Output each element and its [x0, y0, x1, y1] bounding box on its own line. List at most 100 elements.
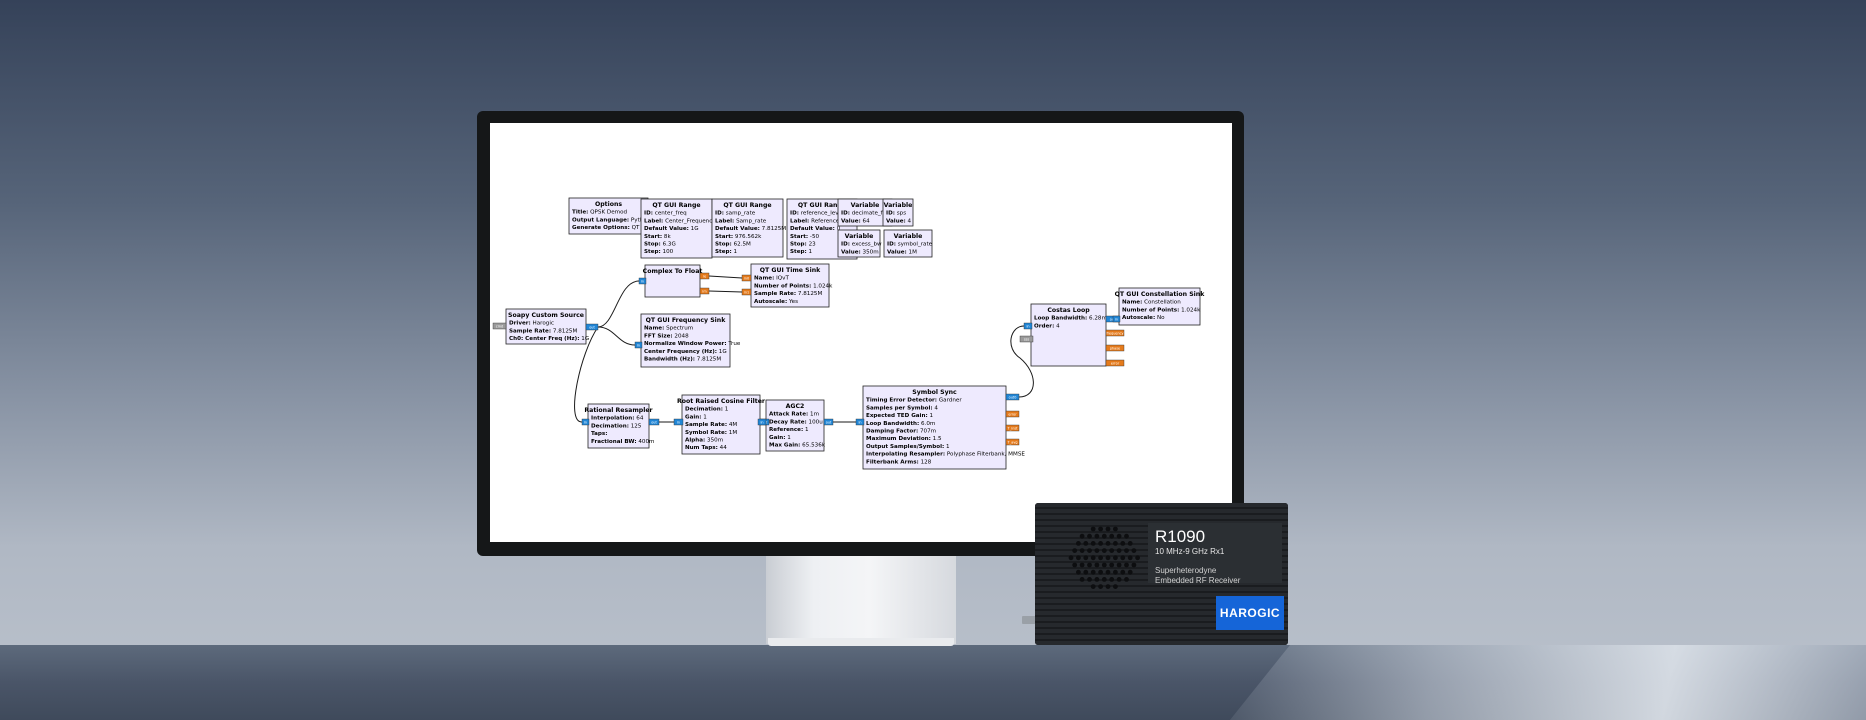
- port-fsink-in[interactable]: [634, 341, 643, 349]
- port-c2f-re[interactable]: [699, 272, 710, 280]
- wire-ssync-costas: [1010, 325, 1034, 398]
- port-c2f-im-label: im: [702, 290, 707, 294]
- block-var2[interactable]: [882, 198, 914, 227]
- block-const-param: Name: Constellation: [1122, 300, 1181, 306]
- port-ssync-out0[interactable]: [1005, 393, 1020, 401]
- port-const-in[interactable]: [1112, 315, 1121, 323]
- port-costas-phase[interactable]: [1105, 344, 1125, 352]
- block-soapy-param: Driver: Harogic: [509, 321, 554, 327]
- block-fsink-param: Center Frequency (Hz): 1G: [644, 349, 727, 355]
- port-resamp-in-label: in: [584, 421, 587, 425]
- block-tsink-title: QT GUI Time Sink: [760, 267, 821, 274]
- block-fsink-param: FFT Size: 2048: [644, 333, 689, 339]
- port-c2f-in[interactable]: [638, 277, 647, 285]
- block-costas[interactable]: [1030, 303, 1107, 367]
- speaker-grille-icon: [1068, 526, 1140, 589]
- port-tsink-in1-label: in1: [744, 291, 749, 295]
- block-range2-param: Stop: 62.5M: [715, 242, 751, 248]
- block-range2[interactable]: [711, 198, 784, 258]
- block-range1[interactable]: [640, 198, 713, 259]
- block-resamp[interactable]: [587, 403, 650, 449]
- block-var4[interactable]: [883, 229, 933, 258]
- desk-reflection: [1230, 645, 1866, 720]
- block-const-param: Autoscale: No: [1122, 315, 1165, 321]
- port-ssync-error[interactable]: [1005, 410, 1020, 418]
- port-fsink-in-label: in: [637, 344, 640, 348]
- block-range2-param: Start: 976.562k: [715, 234, 762, 240]
- port-rrc-in-label: in: [677, 421, 680, 425]
- port-ssync-in[interactable]: [855, 418, 865, 426]
- wire-soapy-fsink: [597, 326, 636, 346]
- block-rrc-param: Sample Rate: 4M: [685, 422, 737, 428]
- block-rrc-param: Num Taps: 44: [685, 445, 727, 451]
- block-ssync-param: Timing Error Detector: Gardner: [866, 398, 962, 404]
- port-ssync-error-label: error: [1008, 413, 1017, 417]
- block-range2-param: Step: 1: [715, 249, 738, 255]
- block-var3-title: Variable: [845, 233, 874, 240]
- block-options-param: Generate Options: QT GUI: [572, 225, 652, 231]
- sma-connector: [1022, 616, 1036, 624]
- block-var2-param: ID: sps: [886, 211, 906, 217]
- block-options-param: Title: QPSK Demod: [572, 210, 628, 216]
- port-tsink-in1[interactable]: [741, 288, 752, 296]
- port-costas-cmd[interactable]: [1019, 335, 1034, 343]
- block-range3-param: Stop: 23: [790, 242, 816, 248]
- block-resamp-param: Taps:: [591, 431, 607, 437]
- block-tsink[interactable]: [750, 263, 830, 308]
- port-resamp-out[interactable]: [648, 418, 660, 426]
- block-agc-param: Attack Rate: 1m: [769, 412, 819, 418]
- port-costas-error[interactable]: [1105, 359, 1125, 367]
- block-rrc-param: Symbol Rate: 1M: [685, 430, 737, 436]
- block-ssync-param: Damping Factor: 707m: [866, 429, 936, 435]
- block-rrc-param: Gain: 1: [685, 414, 707, 420]
- wire-soapy-resamp: [574, 326, 599, 423]
- block-var1-title: Variable: [851, 202, 880, 209]
- port-agc-out[interactable]: [823, 418, 834, 426]
- block-agc[interactable]: [765, 399, 825, 452]
- block-rrc[interactable]: [681, 394, 761, 455]
- block-fsink[interactable]: [640, 313, 731, 368]
- port-ssync-tavg-label: T_avg: [1006, 441, 1017, 445]
- block-options[interactable]: [568, 197, 649, 235]
- port-soapy-cmd-label: cmd: [496, 325, 503, 329]
- block-var2-param: Value: 4: [886, 218, 912, 224]
- port-agc-in[interactable]: [757, 418, 767, 426]
- block-var1-param: ID: decimate_factor: [841, 211, 898, 217]
- port-costas-in-label: in: [1026, 325, 1029, 329]
- rf-receiver-device: R1090 10 MHz-9 GHz Rx1 Superheterodyne E…: [1035, 503, 1288, 645]
- monitor-stand-base: [768, 638, 954, 646]
- block-ssync-title: Symbol Sync: [912, 389, 957, 396]
- device-frequency-range: 10 MHz-9 GHz Rx1: [1155, 547, 1225, 556]
- port-costas-in[interactable]: [1023, 322, 1033, 330]
- port-costas-frequency[interactable]: [1105, 329, 1125, 337]
- port-c2f-re-label: re: [703, 275, 706, 279]
- block-range1-param: Start: 8k: [644, 234, 671, 240]
- block-range1-param: Step: 100: [644, 249, 674, 255]
- device-description-line1: Superheterodyne: [1155, 566, 1217, 575]
- block-range3-param: Default Value: 0: [790, 226, 841, 232]
- port-c2f-im[interactable]: [699, 287, 710, 295]
- block-var4-param: ID: symbol_rate: [887, 242, 933, 248]
- port-tsink-in0[interactable]: [741, 274, 752, 282]
- port-costas-error-label: error: [1111, 362, 1120, 366]
- block-const[interactable]: [1118, 287, 1201, 326]
- block-ssync[interactable]: [862, 385, 1007, 470]
- port-soapy-out[interactable]: [585, 323, 599, 331]
- block-range3-param: Start: -50: [790, 234, 820, 240]
- port-rrc-in[interactable]: [673, 418, 684, 426]
- block-range1-title: QT GUI Range: [652, 202, 700, 209]
- monitor-stand: [766, 556, 956, 644]
- port-ssync-tinst[interactable]: [1005, 424, 1020, 432]
- block-fsink-param: Normalize Window Power: True: [644, 341, 741, 347]
- block-resamp-param: Interpolation: 64: [591, 416, 644, 422]
- block-c2f[interactable]: [644, 264, 701, 298]
- block-fsink-param: Bandwidth (Hz): 7.8125M: [644, 357, 721, 363]
- port-resamp-in[interactable]: [581, 418, 590, 426]
- block-tsink-param: Sample Rate: 7.8125M: [754, 291, 822, 297]
- port-soapy-cmd[interactable]: [492, 322, 507, 330]
- port-costas-cmd-label: sss: [1024, 338, 1030, 342]
- port-ssync-tavg[interactable]: [1005, 438, 1020, 446]
- block-agc-param: Decay Rate: 100u: [769, 419, 823, 425]
- block-var3[interactable]: [837, 229, 881, 258]
